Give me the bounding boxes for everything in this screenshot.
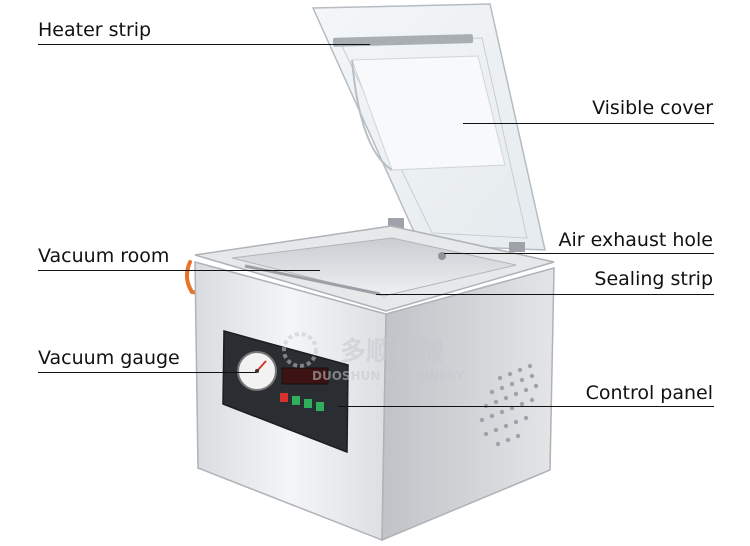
watermark-english: DUOSHUN MACHINERY xyxy=(312,369,465,383)
leader-line-vacuum-room xyxy=(38,270,320,271)
leader-line-control-panel xyxy=(338,406,714,407)
leader-line-vacuum-gauge xyxy=(38,372,256,373)
air-exhaust-hole xyxy=(438,252,446,260)
led-button-2 xyxy=(292,396,300,405)
timer-display xyxy=(281,367,329,385)
leader-line-sealing-strip xyxy=(376,294,714,295)
vacuum-gauge xyxy=(237,351,277,391)
watermark: 多顺机械 DUOSHUN MACHINERY xyxy=(282,332,465,383)
watermark-gear-icon xyxy=(282,332,318,368)
leader-line-visible-cover xyxy=(463,123,714,124)
visible-cover xyxy=(311,3,546,251)
lid-hinge xyxy=(509,242,525,252)
label-air-exhaust-hole: Air exhaust hole xyxy=(558,229,713,251)
vent-grille xyxy=(479,363,539,447)
heater-strip xyxy=(332,34,474,47)
led-button-1 xyxy=(280,393,288,402)
leader-line-air-exhaust-hole xyxy=(444,253,714,254)
machine-side xyxy=(381,267,555,542)
label-control-panel: Control panel xyxy=(585,382,713,404)
watermark-chinese: 多顺机械 xyxy=(340,337,444,367)
lid-hinge xyxy=(388,218,404,228)
label-heater-strip: Heater strip xyxy=(38,19,152,41)
led-button-4 xyxy=(316,402,324,411)
leader-line-heater-strip xyxy=(38,44,370,45)
label-vacuum-room: Vacuum room xyxy=(38,245,170,267)
label-visible-cover: Visible cover xyxy=(592,97,713,119)
led-button-3 xyxy=(304,399,312,408)
label-sealing-strip: Sealing strip xyxy=(594,268,713,290)
label-vacuum-gauge: Vacuum gauge xyxy=(38,347,180,369)
left-handle xyxy=(185,260,210,296)
